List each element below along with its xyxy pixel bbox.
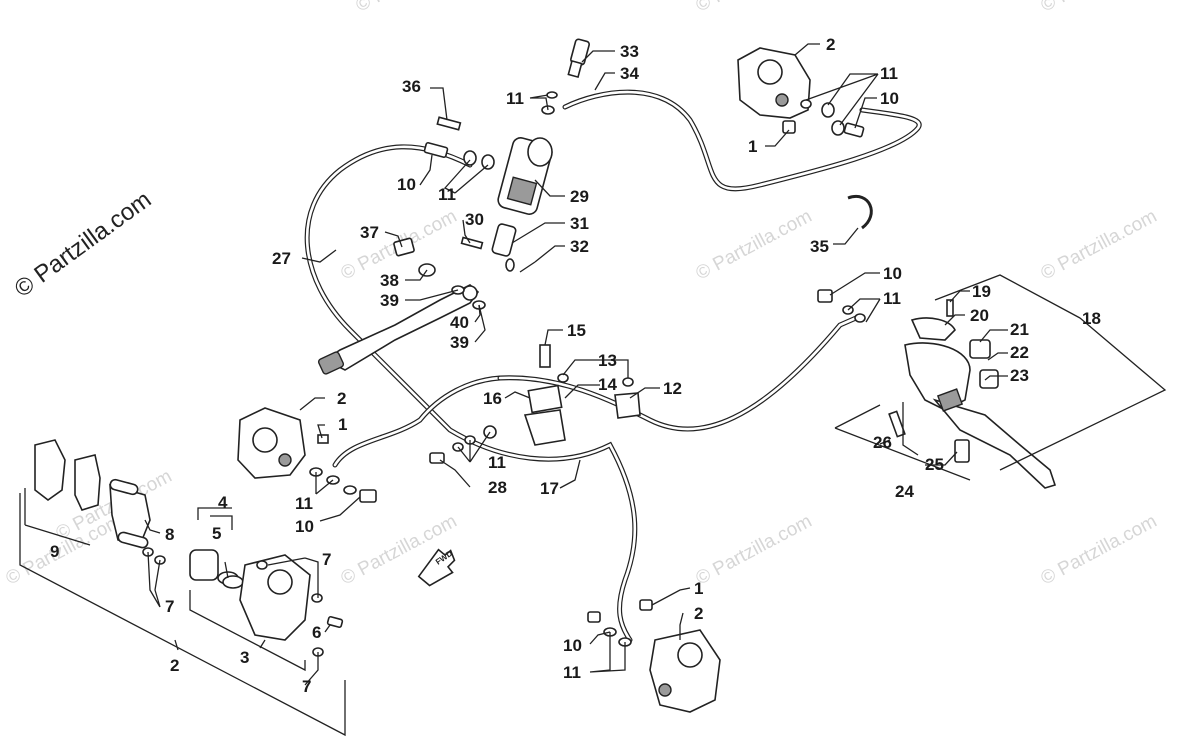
brake-hoses <box>304 89 922 643</box>
callout-12: 12 <box>663 379 682 398</box>
callout-2: 2 <box>694 604 703 623</box>
callout-19: 19 <box>972 282 991 301</box>
callout-10: 10 <box>880 89 899 108</box>
caliper-bottom-right <box>587 599 721 713</box>
callout-29: 29 <box>570 187 589 206</box>
callout-13: 13 <box>598 351 617 370</box>
callout-17: 17 <box>540 479 559 498</box>
callout-1: 1 <box>338 415 347 434</box>
callout-31: 31 <box>570 214 589 233</box>
callout-2: 2 <box>337 389 346 408</box>
callout-9: 9 <box>50 542 59 561</box>
callout-8: 8 <box>165 525 174 544</box>
callout-21: 21 <box>1010 320 1029 339</box>
callout-1: 1 <box>694 579 703 598</box>
caliper-middle-left <box>237 407 377 503</box>
callout-7: 7 <box>302 677 311 696</box>
callout-27: 27 <box>272 249 291 268</box>
watermark-tile: © Partzilla.com <box>692 0 815 16</box>
callout-10: 10 <box>295 517 314 536</box>
callout-30: 30 <box>465 210 484 229</box>
callout-5: 5 <box>212 524 221 543</box>
callout-20: 20 <box>970 306 989 325</box>
callout-33: 33 <box>620 42 639 61</box>
leader-lines <box>19 43 1167 737</box>
callout-7: 7 <box>165 597 174 616</box>
callout-10: 10 <box>883 264 902 283</box>
callout-labels: 33 34 11 36 10 11 29 30 31 37 32 27 38 3… <box>50 35 1101 696</box>
watermark-brand: © Partzilla.com <box>10 186 157 303</box>
callout-35: 35 <box>810 237 829 256</box>
callout-37: 37 <box>360 223 379 242</box>
callout-38: 38 <box>380 271 399 290</box>
watermark-tile: © Partzilla.com <box>1037 206 1160 285</box>
callout-11: 11 <box>295 494 313 513</box>
callout-26: 26 <box>873 433 892 452</box>
callout-11: 11 <box>880 64 898 83</box>
hose-clip <box>847 195 873 230</box>
callout-10: 10 <box>397 175 416 194</box>
callout-32: 32 <box>570 237 589 256</box>
callout-16: 16 <box>483 389 502 408</box>
hose-junction <box>523 344 641 446</box>
callout-34: 34 <box>620 64 639 83</box>
callout-15: 15 <box>567 321 586 340</box>
callout-40: 40 <box>450 313 469 332</box>
forward-arrow: FWD <box>417 548 456 587</box>
callout-28: 28 <box>488 478 507 497</box>
callout-10: 10 <box>563 636 582 655</box>
callout-6: 6 <box>312 623 321 642</box>
caliper-top-right <box>737 47 865 138</box>
callout-39: 39 <box>450 333 469 352</box>
callout-1: 1 <box>748 137 757 156</box>
callout-23: 23 <box>1010 366 1029 385</box>
callout-25: 25 <box>925 455 944 474</box>
watermark-tile: © Partzilla.com <box>1037 0 1160 16</box>
watermark-tile: © Partzilla.com <box>692 511 815 590</box>
pedal-hardware <box>393 116 536 310</box>
watermark-tile: © Partzilla.com <box>352 0 475 16</box>
callout-11: 11 <box>506 89 524 108</box>
callout-24: 24 <box>895 482 914 501</box>
callout-2: 2 <box>170 656 179 675</box>
watermark-tile: © Partzilla.com <box>1037 511 1160 590</box>
callout-18: 18 <box>1082 309 1101 328</box>
callout-11: 11 <box>488 453 506 472</box>
callout-11: 11 <box>438 185 456 204</box>
front-master-cylinder <box>817 289 1057 489</box>
callout-3: 3 <box>240 648 249 667</box>
rear-master-cylinder <box>491 38 590 257</box>
brake-pedal <box>317 284 480 375</box>
callout-14: 14 <box>598 375 617 394</box>
callout-39: 39 <box>380 291 399 310</box>
callout-4: 4 <box>218 493 228 512</box>
callout-11: 11 <box>883 289 901 308</box>
callout-36: 36 <box>402 77 421 96</box>
callout-11: 11 <box>563 663 581 682</box>
callout-22: 22 <box>1010 343 1029 362</box>
callout-7: 7 <box>322 550 331 569</box>
fitting-hardware <box>429 425 497 464</box>
callout-2: 2 <box>826 35 835 54</box>
watermark-tile: © Partzilla.com <box>692 206 815 285</box>
